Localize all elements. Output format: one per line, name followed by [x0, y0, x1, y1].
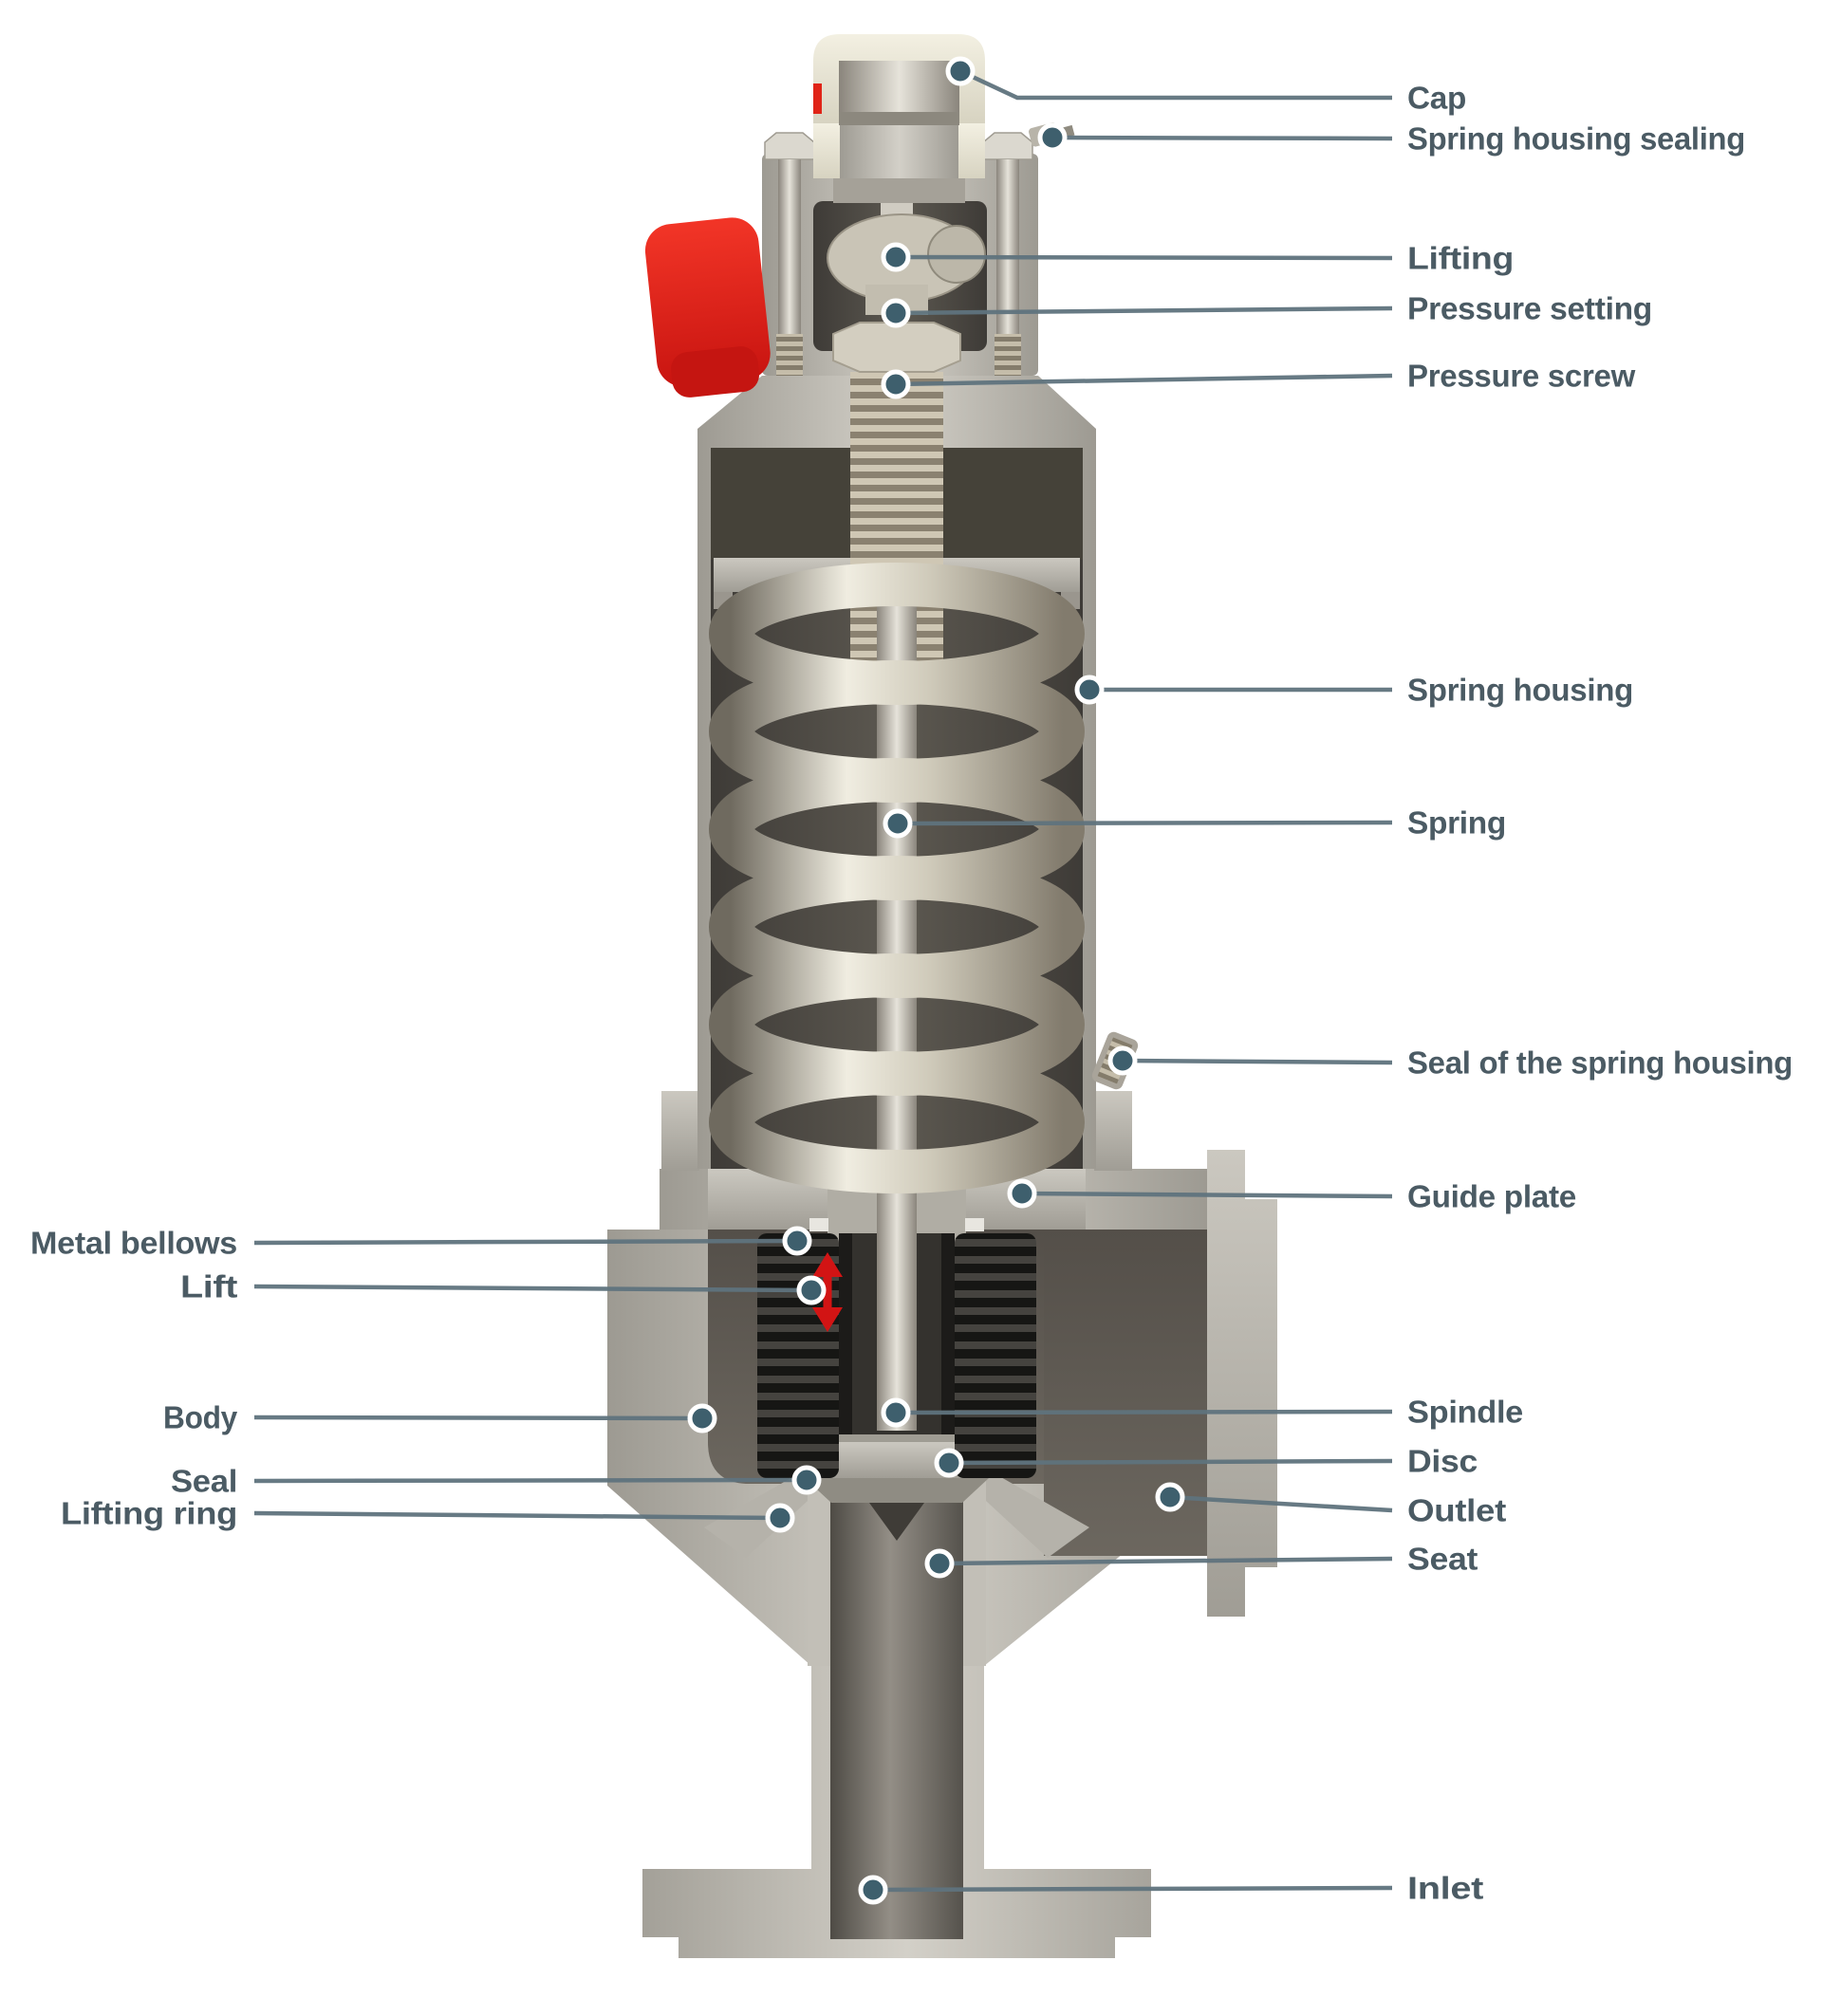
cap-skirt-left	[813, 123, 840, 178]
labels-left: Metal bellows Lift Body Seal Lifting rin…	[30, 1226, 238, 1531]
leader-body	[253, 1415, 703, 1421]
disc-cone	[869, 1503, 924, 1541]
outlet-flange-notch-top	[1245, 1150, 1277, 1199]
bellows-right-stack	[955, 1233, 1036, 1478]
outlet-flange	[1207, 1150, 1277, 1617]
anchor-dot-inlet	[858, 1875, 888, 1905]
anchor-dot-pressure-setting	[881, 298, 911, 328]
leader-inlet	[872, 1885, 1393, 1893]
leader-lifting-ring	[253, 1510, 781, 1521]
leader-lift	[253, 1284, 812, 1293]
anchor-dot-spring-housing	[1074, 675, 1105, 705]
label-cap: Cap	[1407, 81, 1466, 116]
leader-disc	[948, 1458, 1393, 1466]
inlet-bore	[830, 1465, 963, 1939]
anchor-dot-body	[687, 1403, 717, 1433]
spindle-shape	[877, 596, 917, 1431]
anchor-dot-disc	[934, 1448, 964, 1478]
leader-pressure-setting	[895, 305, 1393, 316]
anchor-dot-lifting-ring	[765, 1503, 795, 1533]
lifting-ring-shape	[704, 1469, 808, 1558]
leader-outlet	[1169, 1494, 1393, 1513]
label-outlet: Outlet	[1407, 1493, 1506, 1528]
lock-nut	[832, 322, 961, 373]
bolt-head-left	[764, 132, 815, 160]
anchor-dot-metal-bellows	[782, 1226, 812, 1256]
anchor-dot-outlet	[1155, 1482, 1185, 1512]
label-guide-plate: Guide plate	[1407, 1179, 1576, 1214]
leader-pressure-screw	[895, 373, 1393, 387]
anchor-dots	[687, 56, 1185, 1905]
label-seat: Seat	[1407, 1542, 1478, 1577]
label-spring: Spring	[1407, 805, 1506, 841]
leader-lines	[253, 68, 1393, 1893]
cap-skirt-right	[958, 123, 985, 178]
anchor-dot-spring	[883, 808, 913, 839]
label-lift: Lift	[180, 1269, 237, 1304]
labels-right: Cap Spring housing sealing Lifting Press…	[1407, 81, 1793, 1906]
anchor-dot-seal	[791, 1465, 822, 1495]
label-pressure-screw: Pressure screw	[1407, 359, 1636, 394]
pressure-screw-shape	[832, 322, 961, 1431]
lift-arrow	[812, 1252, 843, 1332]
bolt-shank-left	[778, 159, 801, 334]
label-metal-bellows: Metal bellows	[30, 1226, 237, 1261]
cap-plug-base	[839, 112, 959, 125]
cap-neck	[839, 123, 959, 184]
cap-collar	[833, 178, 965, 203]
housing-step-right	[1094, 1091, 1132, 1171]
anchor-dot-lifting	[881, 242, 911, 272]
leader-cap	[959, 68, 1392, 101]
leader-spindle	[895, 1409, 1393, 1415]
label-disc: Disc	[1407, 1444, 1478, 1479]
label-lifting: Lifting	[1407, 241, 1514, 276]
label-body: Body	[163, 1400, 238, 1435]
label-spindle: Spindle	[1407, 1395, 1523, 1430]
housing-step-left	[661, 1091, 699, 1171]
lifting-cam-hub	[927, 225, 986, 284]
anchor-dot-seal-of-spring-housing	[1107, 1045, 1138, 1076]
anchor-dot-spindle	[881, 1397, 911, 1428]
cap-red-mark	[813, 83, 822, 114]
label-inlet: Inlet	[1407, 1871, 1483, 1906]
leader-seat	[939, 1556, 1393, 1566]
anchor-dot-cap	[945, 56, 976, 86]
bolt-shank-right	[996, 159, 1019, 334]
test-lever	[644, 217, 771, 398]
leader-spring-housing-sealing	[1051, 135, 1393, 141]
leader-metal-bellows	[253, 1238, 798, 1246]
spring-shape	[709, 563, 1085, 1193]
cap-shape	[813, 34, 1075, 203]
label-seal: Seal	[171, 1464, 237, 1499]
leader-guide-plate	[1021, 1191, 1393, 1199]
lifting-ring-shape-right	[986, 1469, 1089, 1558]
label-spring-housing-sealing: Spring housing sealing	[1407, 121, 1745, 157]
bolt-head-right	[982, 132, 1033, 160]
leader-seal-of-spring-housing	[1122, 1058, 1393, 1065]
bellows-inner-right	[941, 1233, 955, 1434]
anchor-dot-spring-housing-sealing	[1037, 122, 1068, 153]
outlet-passage	[1044, 1230, 1207, 1556]
anchor-dot-lift	[796, 1275, 827, 1305]
label-pressure-setting: Pressure setting	[1407, 291, 1652, 326]
bellows-inner-left	[839, 1233, 852, 1434]
disc-chamfer	[805, 1478, 989, 1503]
anchor-dot-seat	[924, 1548, 955, 1579]
anchor-dot-pressure-screw	[881, 369, 911, 399]
outlet-flange-notch-bottom	[1245, 1567, 1277, 1617]
label-lifting-ring: Lifting ring	[61, 1496, 237, 1531]
spring-coil	[709, 1051, 1085, 1193]
anchor-dot-guide-plate	[1007, 1178, 1037, 1209]
label-spring-housing: Spring housing	[1407, 673, 1633, 708]
leader-seal	[253, 1477, 808, 1484]
leader-lifting	[895, 254, 1393, 261]
label-seal-of-spring-housing: Seal of the spring housing	[1407, 1045, 1793, 1081]
